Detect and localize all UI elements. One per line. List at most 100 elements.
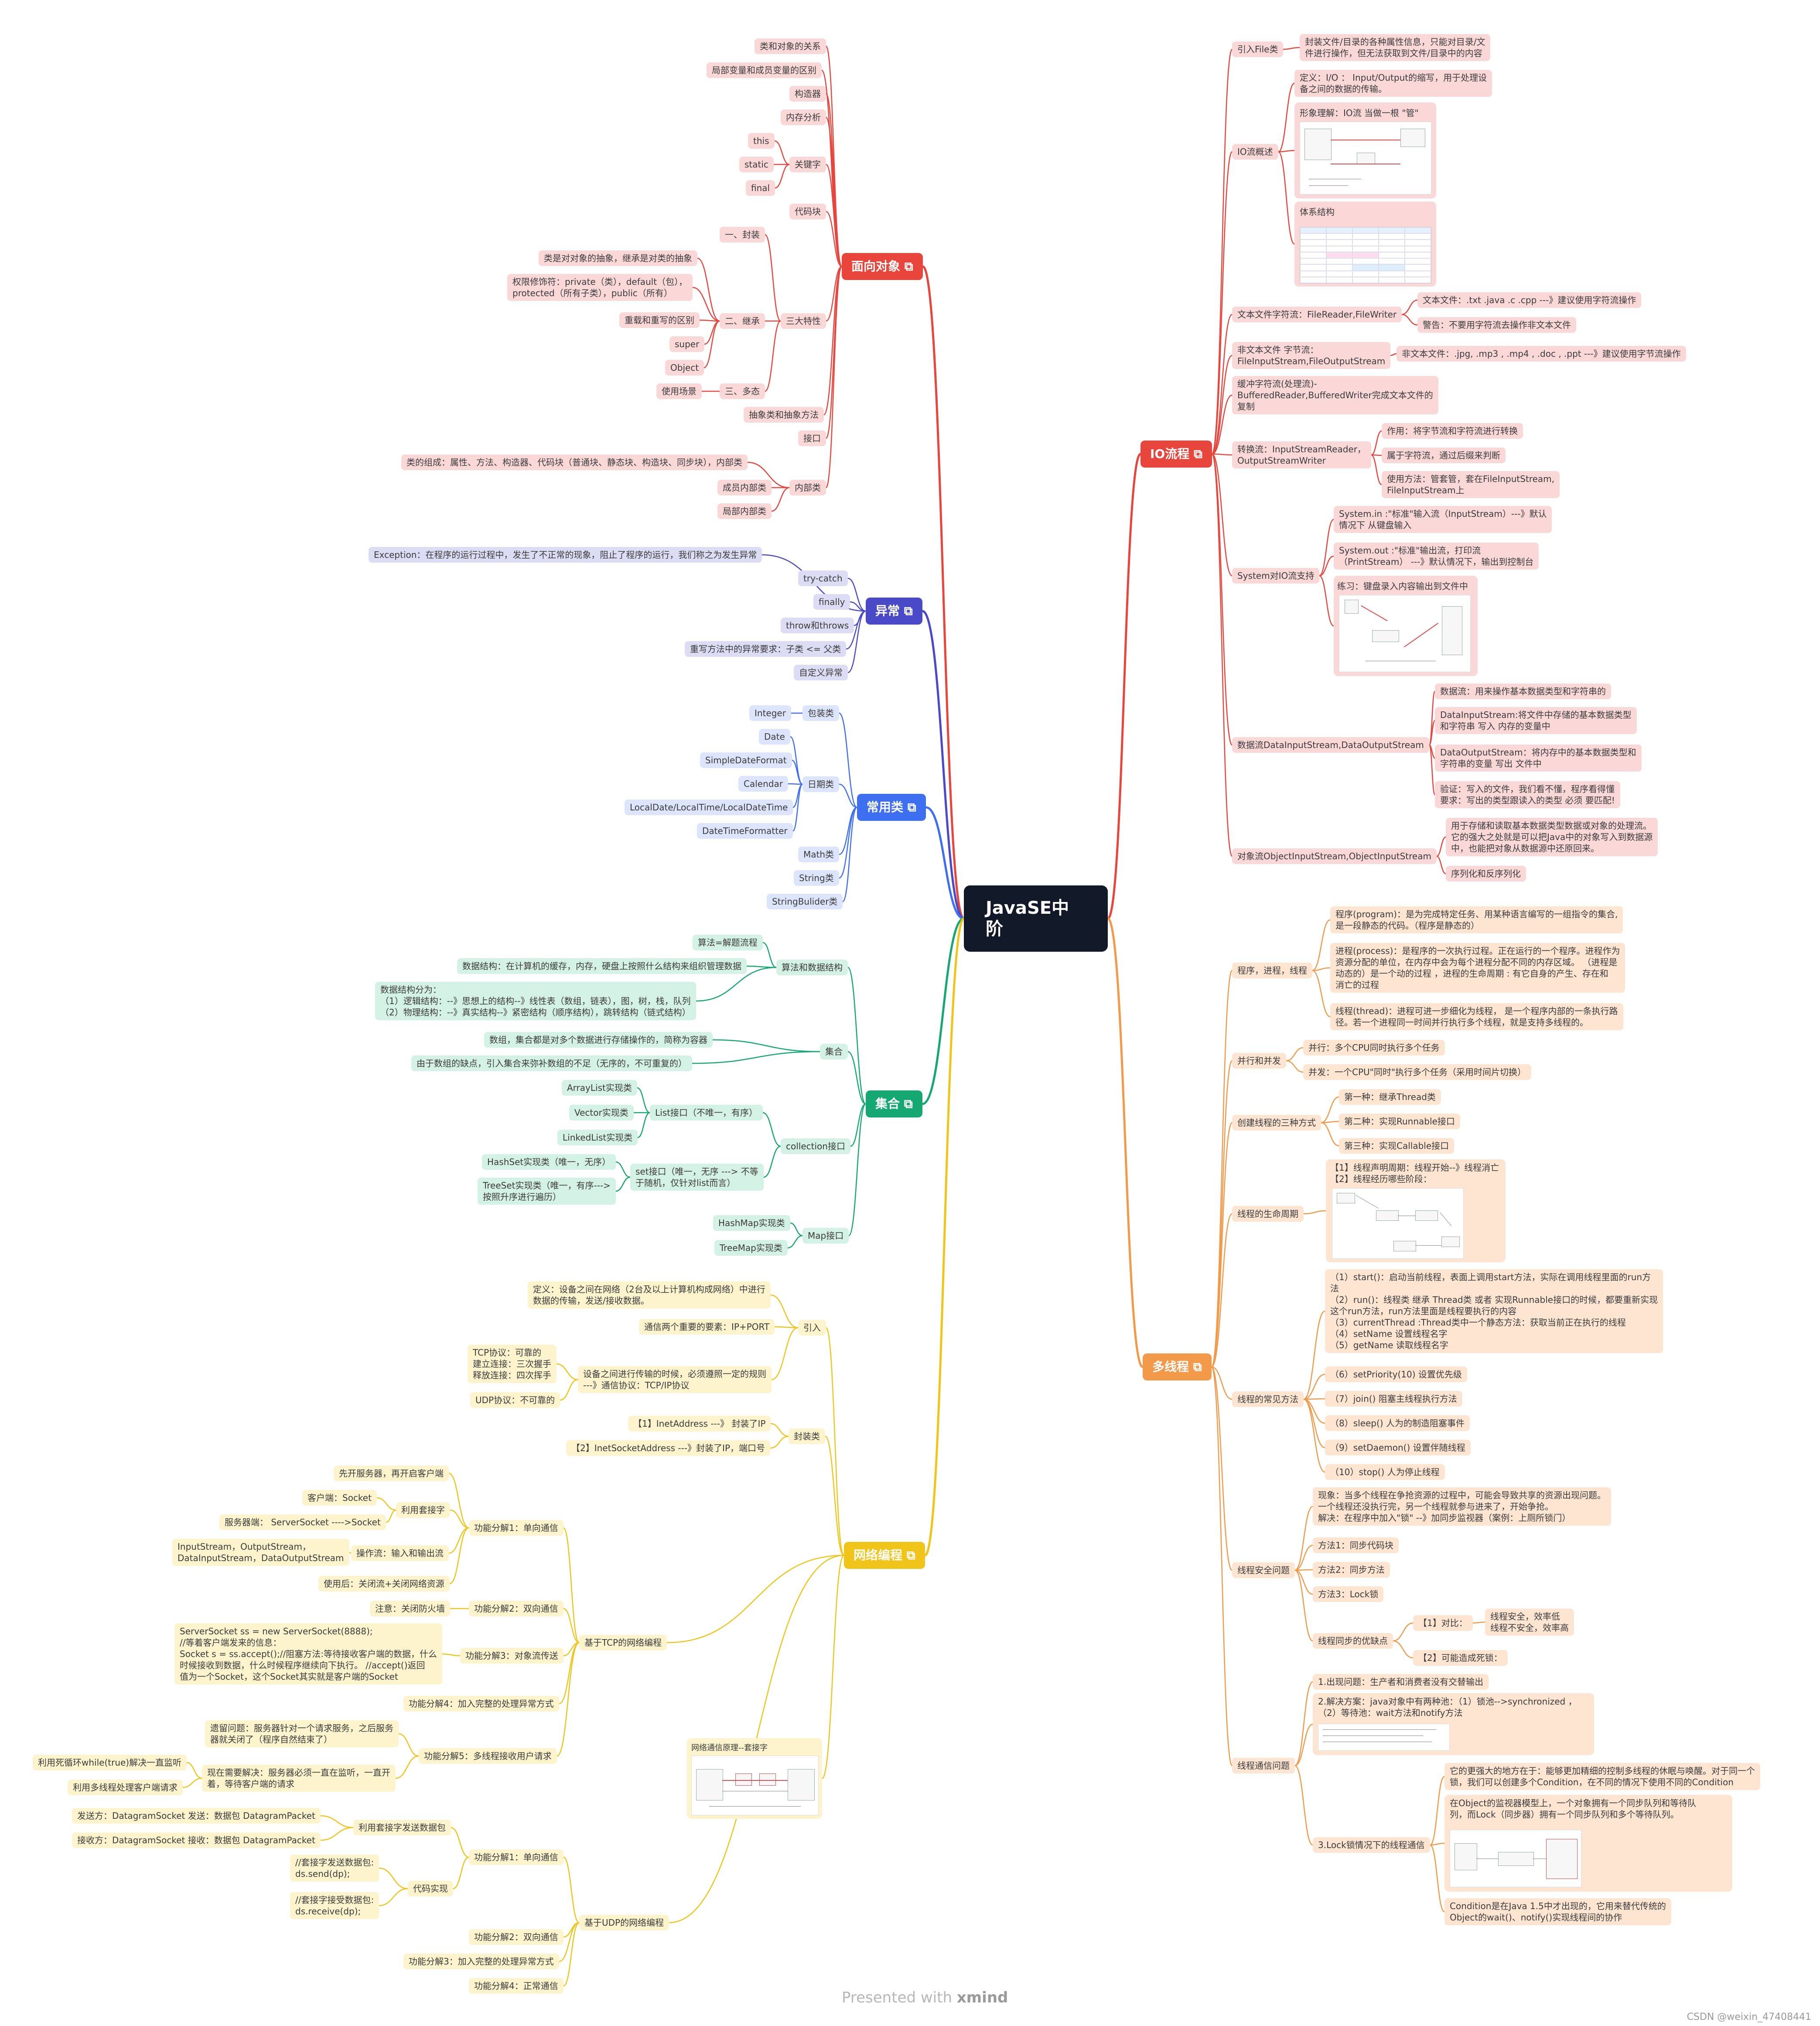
- exception-custom[interactable]: 自定义异常: [794, 665, 848, 680]
- tcp-need-solution[interactable]: 现在需要解决：服务器必须一直在监听，一直开 着，等待客户端的请求: [202, 1765, 396, 1792]
- exception-throw-throws[interactable]: throw和throws: [781, 618, 854, 633]
- system-in[interactable]: System.in :"标准"输入流（InputStream）---》默认 情况…: [1334, 506, 1552, 533]
- container-definition[interactable]: 数组，集合都是对多个数据进行存储操作的，简称为容器: [484, 1032, 713, 1048]
- system-exercise-illustration[interactable]: 练习：键盘录入内容输出到文件中: [1334, 576, 1478, 676]
- tcp-client-socket[interactable]: 客户端：Socket: [302, 1490, 377, 1506]
- exception-definition[interactable]: Exception：在程序的运行过程中，发生了不正常的现象，阻止了程序的运行，我…: [369, 547, 762, 563]
- thread-lifecycle[interactable]: 线程的生命周期: [1232, 1206, 1304, 1222]
- sync-compare[interactable]: 【1】对比：: [1413, 1615, 1473, 1631]
- thread-common-methods[interactable]: 线程的常见方法: [1232, 1391, 1304, 1407]
- method-join[interactable]: （7）join() 阻塞主线程执行方法: [1325, 1391, 1462, 1407]
- file-class-description[interactable]: 封装文件/目录的各种属性信息，只能对目录/文 件进行操作，但无法获取到文件/目录…: [1300, 34, 1491, 61]
- thread-concepts[interactable]: 程序，进程，线程: [1232, 963, 1312, 978]
- keyword-final[interactable]: final: [746, 180, 775, 196]
- binary-file-advice[interactable]: 非文本文件：.jpg, .mp3 , .mp4 , .doc , .ppt --…: [1397, 346, 1686, 362]
- inner-class-composition[interactable]: 类的组成：属性、方法、构造器、代码块（普通块、静态块、构造块、同步块），内部类: [401, 454, 748, 470]
- tcp-serversocket-code[interactable]: ServerSocket ss = new ServerSocket(8888)…: [174, 1623, 443, 1684]
- feature-polymorphism[interactable]: 三、多态: [720, 383, 765, 399]
- thread-definition[interactable]: 线程(thread)：进程可进一步细化为线程， 是一个程序内部的一条执行路 径。…: [1330, 1003, 1623, 1030]
- io-object-stream[interactable]: 对象流ObjectInputStream,ObjectInputStream: [1232, 848, 1437, 864]
- tcp-close-firewall[interactable]: 注意：关闭防火墙: [370, 1601, 450, 1616]
- serialization[interactable]: 序列化和反序列化: [1446, 866, 1526, 881]
- io-conversion-stream[interactable]: 转换流：InputStreamReader， OutputStreamWrite…: [1232, 441, 1371, 468]
- topic-io[interactable]: IO流程 ⧉: [1140, 441, 1212, 468]
- datastructure-definition[interactable]: 数据结构：在计算机的缓存，内存，硬盘上按照什么结构来组织管理数据: [457, 958, 747, 974]
- thread-lifecycle-illustration[interactable]: 【1】线程声明周期：线程开始--》线程消亡 【2】线程经历哪些阶段：: [1326, 1159, 1506, 1262]
- sync-pros-cons[interactable]: 线程同步的优缺点: [1313, 1633, 1393, 1649]
- hashset-class[interactable]: HashSet实现类（唯一，无序）: [482, 1154, 616, 1170]
- conversion-purpose[interactable]: 作用：将字节流和字符流进行转换: [1382, 423, 1523, 439]
- udp-feature-2[interactable]: 功能分解2：双向通信: [469, 1929, 563, 1945]
- extend-thread[interactable]: 第一种：继承Thread类: [1339, 1089, 1441, 1105]
- sync-block[interactable]: 方法1：同步代码块: [1313, 1537, 1399, 1553]
- udp-code-receive[interactable]: //套接字接受数据包: ds.receive(dp);: [290, 1892, 379, 1919]
- io-system-support[interactable]: System对IO流支持: [1232, 568, 1320, 584]
- topic-multithreading[interactable]: 多线程 ⧉: [1143, 1353, 1212, 1380]
- network-definition[interactable]: 定义：设备之间在网络（2台及以上计算机构成网络）中进行 数据的传输，发送/接收数…: [528, 1281, 771, 1309]
- common-wrapper-class[interactable]: 包装类: [802, 705, 839, 721]
- udp-protocol[interactable]: UDP协议：不可靠的: [470, 1392, 560, 1408]
- tcp-network-programming[interactable]: 基于TCP的网络编程: [579, 1635, 667, 1650]
- date-date[interactable]: Date: [759, 729, 790, 745]
- oop-variable-difference[interactable]: 局部变量和成员变量的区别: [707, 62, 822, 78]
- text-file-warning[interactable]: 警告：不要用字符流去操作非文本文件: [1417, 317, 1576, 333]
- container-reason[interactable]: 由于数组的缺点，引入集合来弥补数组的不足（无序的，不可重复的）: [411, 1056, 692, 1071]
- network-intro[interactable]: 引入: [798, 1320, 826, 1336]
- io-data-stream[interactable]: 数据流DataInputStream,DataOutputStream: [1232, 737, 1429, 753]
- date-simpledateformat[interactable]: SimpleDateFormat: [700, 752, 792, 768]
- network-ip-port[interactable]: 通信两个重要的要素：IP+PORT: [639, 1319, 775, 1335]
- udp-network-programming[interactable]: 基于UDP的网络编程: [579, 1915, 669, 1930]
- tcp-start-order[interactable]: 先开服务器，再开启客户端: [334, 1466, 449, 1481]
- oop-code-block[interactable]: 代码块: [789, 204, 826, 219]
- data-stream-verify[interactable]: 验证：写入的文件，我们看不懂，程序看得懂 要求：写出的类型跟读入的类型 必须 要…: [1435, 781, 1620, 808]
- inheritance-object[interactable]: Object: [665, 360, 704, 376]
- thread-creation[interactable]: 创建线程的三种方式: [1232, 1115, 1321, 1131]
- date-localdatetime[interactable]: LocalDate/LocalTime/LocalDateTime: [625, 799, 793, 815]
- tcp-feature-3[interactable]: 功能分解3：对象流传送: [460, 1648, 563, 1664]
- root-topic[interactable]: JavaSE中阶: [964, 885, 1108, 952]
- treemap-class[interactable]: TreeMap实现类: [714, 1240, 788, 1256]
- comm-solution[interactable]: 2.解决方案：java对象中有两种池：（1）锁池-->synchronized …: [1313, 1693, 1594, 1755]
- implement-callable[interactable]: 第三种：实现Callable接口: [1339, 1138, 1455, 1154]
- topic-common-classes[interactable]: 常用类 ⧉: [857, 794, 926, 821]
- topic-exception[interactable]: 异常 ⧉: [866, 598, 922, 625]
- udp-code-impl[interactable]: 代码实现: [408, 1881, 453, 1896]
- oop-interface[interactable]: 接口: [798, 430, 826, 446]
- common-stringbuilder-class[interactable]: StringBulider类: [767, 894, 843, 909]
- method-setdaemon[interactable]: （9）setDaemon() 设置伴随线程: [1325, 1440, 1471, 1455]
- udp-feature-3[interactable]: 功能分解3：加入完整的处理异常方式: [403, 1954, 559, 1969]
- sync-deadlock[interactable]: 【2】可能造成死锁：: [1413, 1650, 1508, 1666]
- member-inner-class[interactable]: 成员内部类: [717, 480, 772, 495]
- topic-collection[interactable]: 集合 ⧉: [866, 1090, 922, 1117]
- collection-algorithm-datastructure[interactable]: 算法和数据结构: [776, 960, 848, 975]
- inheritance-overload-override[interactable]: 重载和重写的区别: [619, 312, 700, 328]
- inetaddress[interactable]: 【1】InetAddress ---》 封装了IP: [628, 1416, 771, 1432]
- map-interface[interactable]: Map接口: [802, 1228, 849, 1244]
- oop-memory-analysis[interactable]: 内存分析: [781, 109, 826, 125]
- datastructure-types[interactable]: 数据结构分为： （1）逻辑结构：--》思想上的结构--》线性表（数组，链表），图…: [375, 982, 696, 1020]
- condition-monitor-model[interactable]: 在Object的监视器模型上，一个对象拥有一个同步队列和等待队 列，而Lock（…: [1444, 1795, 1732, 1892]
- udp-send-packet[interactable]: 利用套接字发送数据包: [353, 1820, 451, 1835]
- text-file-advice[interactable]: 文本文件：.txt .java .c .cpp ---》建议使用字符流操作: [1417, 292, 1642, 308]
- keyword-static[interactable]: static: [739, 157, 774, 172]
- topic-network[interactable]: 网络编程 ⧉: [844, 1542, 925, 1569]
- condition-history[interactable]: Condition是在Java 1.5中才出现的，它用来替代传统的 Object…: [1444, 1898, 1671, 1925]
- tcp-feature-5[interactable]: 功能分解5：多线程接收用户请求: [419, 1748, 557, 1764]
- io-definition[interactable]: 定义：I/O ： Input/Output的缩写，用于处理设 备之间的数据的传输…: [1294, 70, 1492, 97]
- system-out[interactable]: System.out :"标准"输出流，打印流 （PrintStream） --…: [1334, 543, 1539, 570]
- condition-advantage[interactable]: 它的更强大的地方在于：能够更加精细的控制多线程的休眠与唤醒。对于同一个 锁，我们…: [1444, 1763, 1760, 1790]
- thread-safety-phenomenon[interactable]: 现象：当多个线程在争抢资源的过程中，可能会导致共享的资源出现问题。 一个线程还没…: [1313, 1487, 1611, 1526]
- tcp-feature-1[interactable]: 功能分解1：单向通信: [469, 1520, 563, 1536]
- hashmap-class[interactable]: HashMap实现类: [713, 1215, 790, 1231]
- tcp-io-streams[interactable]: 操作流：输入和输出流: [351, 1545, 449, 1561]
- conversion-type[interactable]: 属于字符流，通过后缀来判断: [1382, 448, 1506, 463]
- socket-principle-diagram[interactable]: 网络通信原理--套接字: [687, 1738, 822, 1819]
- sync-method[interactable]: 方法2：同步方法: [1313, 1562, 1390, 1578]
- common-date-class[interactable]: 日期类: [802, 776, 839, 792]
- thread-communication[interactable]: 线程通信问题: [1232, 1758, 1295, 1773]
- set-interface[interactable]: set接口（唯一，无序 ---> 不等 于随机，仅针对list而言）: [630, 1164, 764, 1191]
- linkedlist-class[interactable]: LinkedList实现类: [557, 1130, 638, 1145]
- dataoutputstream-desc[interactable]: DataOutputStream：将内存中的基本数据类型和 字符串的变量 写出 …: [1435, 745, 1642, 772]
- common-math-class[interactable]: Math类: [798, 847, 840, 862]
- feature-encapsulation[interactable]: 一、封装: [720, 227, 765, 243]
